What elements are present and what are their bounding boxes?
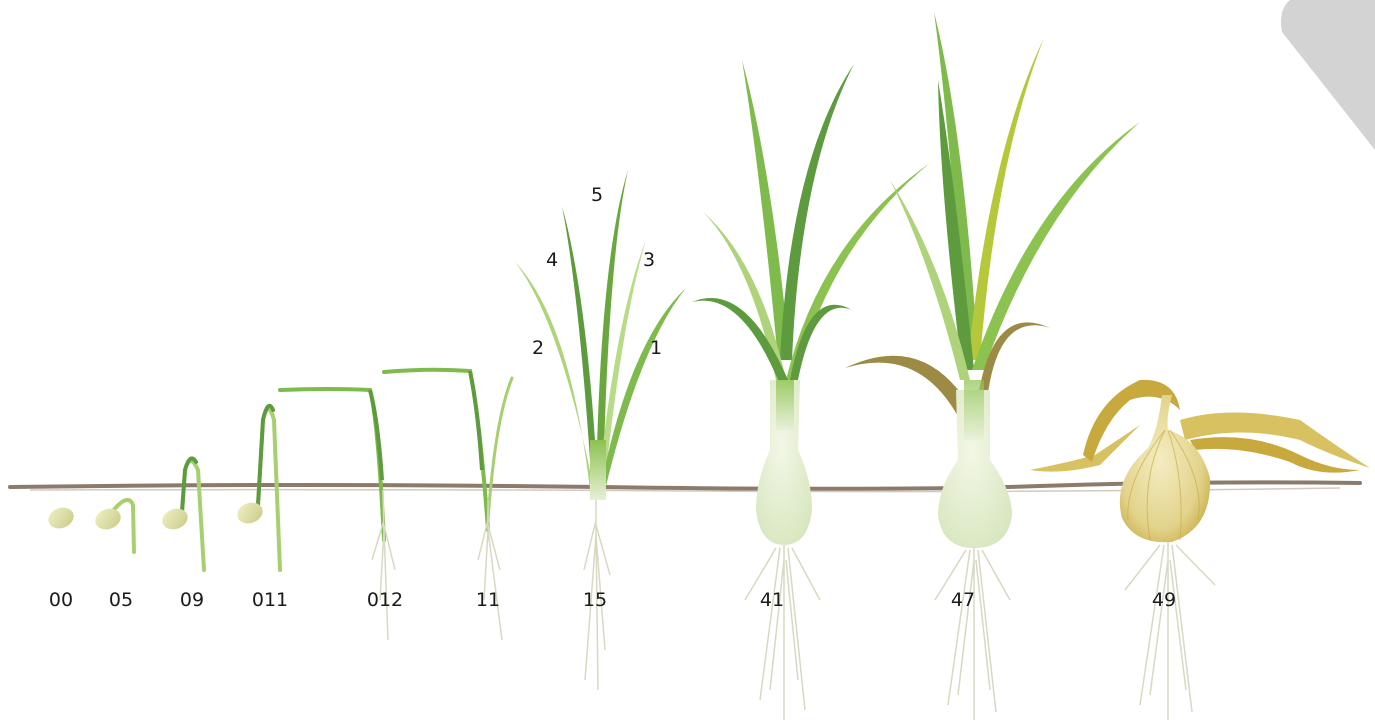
corner-shape xyxy=(1281,0,1375,150)
stage-00-plant xyxy=(45,504,76,532)
stage-41-plant xyxy=(692,60,930,720)
stage-label-11: 11 xyxy=(476,589,500,611)
stage-label-41: 41 xyxy=(760,589,784,611)
stage-47-plant xyxy=(845,12,1140,720)
leaf-number-4: 4 xyxy=(546,249,558,271)
stage-label-05: 05 xyxy=(109,589,133,611)
stage-05-plant xyxy=(92,500,134,552)
stage-011-plant xyxy=(234,406,280,570)
stage-15-plant xyxy=(515,170,686,690)
stage-label-09: 09 xyxy=(180,589,204,611)
leaf-number-3: 3 xyxy=(643,249,655,271)
stage-label-49: 49 xyxy=(1152,589,1176,611)
stage-label-012: 012 xyxy=(367,589,403,611)
leaf-number-1: 1 xyxy=(650,337,662,359)
leaf-number-5: 5 xyxy=(591,184,603,206)
stage-label-47: 47 xyxy=(951,589,975,611)
stage-label-00: 00 xyxy=(49,589,73,611)
leaf-number-2: 2 xyxy=(532,337,544,359)
stage-label-011: 011 xyxy=(252,589,288,611)
stage-49-plant xyxy=(1030,380,1370,720)
stage-09-plant xyxy=(159,458,204,570)
stage-label-15: 15 xyxy=(583,589,607,611)
